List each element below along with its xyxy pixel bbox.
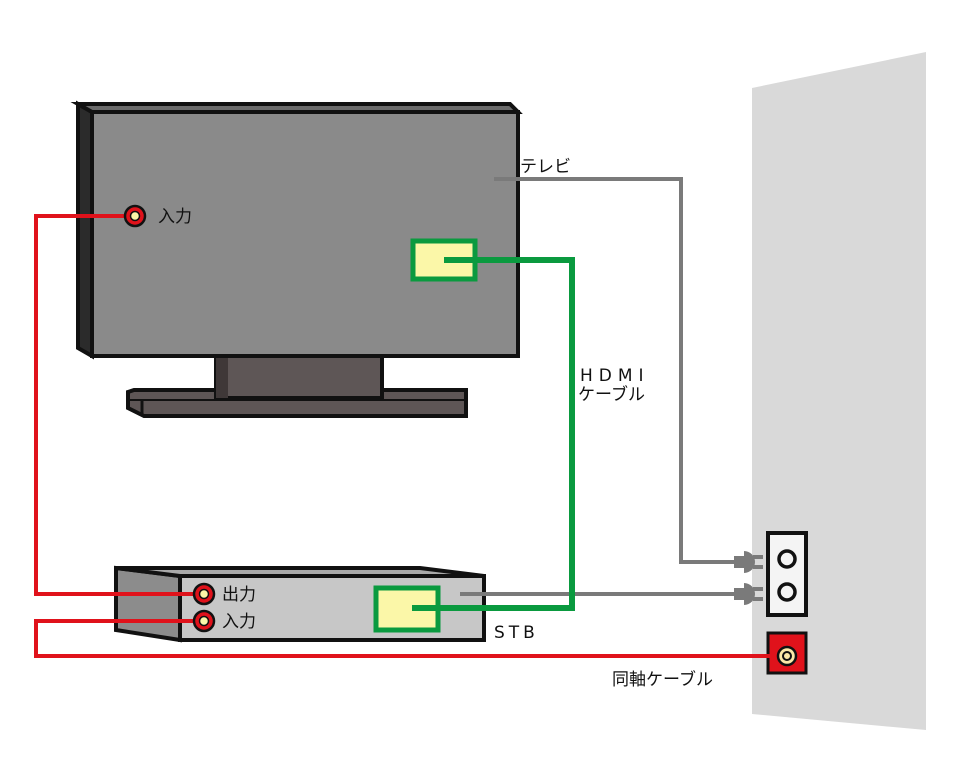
stb-output-jack <box>192 582 216 606</box>
tv-power-cable <box>494 177 735 564</box>
tv-power-plug <box>734 551 763 573</box>
tv-input-label: 入力 <box>158 207 192 227</box>
coax-cable-label: 同軸ケーブル <box>612 669 713 690</box>
tv <box>70 100 523 360</box>
wall <box>752 52 926 730</box>
wall-antenna-outlet <box>766 631 808 675</box>
hdmi-cable-label-line1: HDMI <box>580 366 650 386</box>
tv-stand-neck <box>214 354 384 400</box>
stb-input-jack <box>192 609 216 633</box>
wall-power-outlet <box>766 531 808 617</box>
hdmi-cable <box>412 257 575 611</box>
coax-cable-wall-to-stb <box>34 619 776 658</box>
stb-input-label: 入力 <box>222 612 256 632</box>
tv-input-jack <box>123 204 147 228</box>
hdmi-cable-label-line2: ケーブル <box>578 384 645 405</box>
stb-output-label: 出力 <box>222 585 256 605</box>
stb-label: STB <box>494 623 539 643</box>
stb-power-plug <box>734 583 763 605</box>
coax-cable-stb-to-tv <box>34 214 198 596</box>
tv-label: テレビ <box>520 157 571 177</box>
